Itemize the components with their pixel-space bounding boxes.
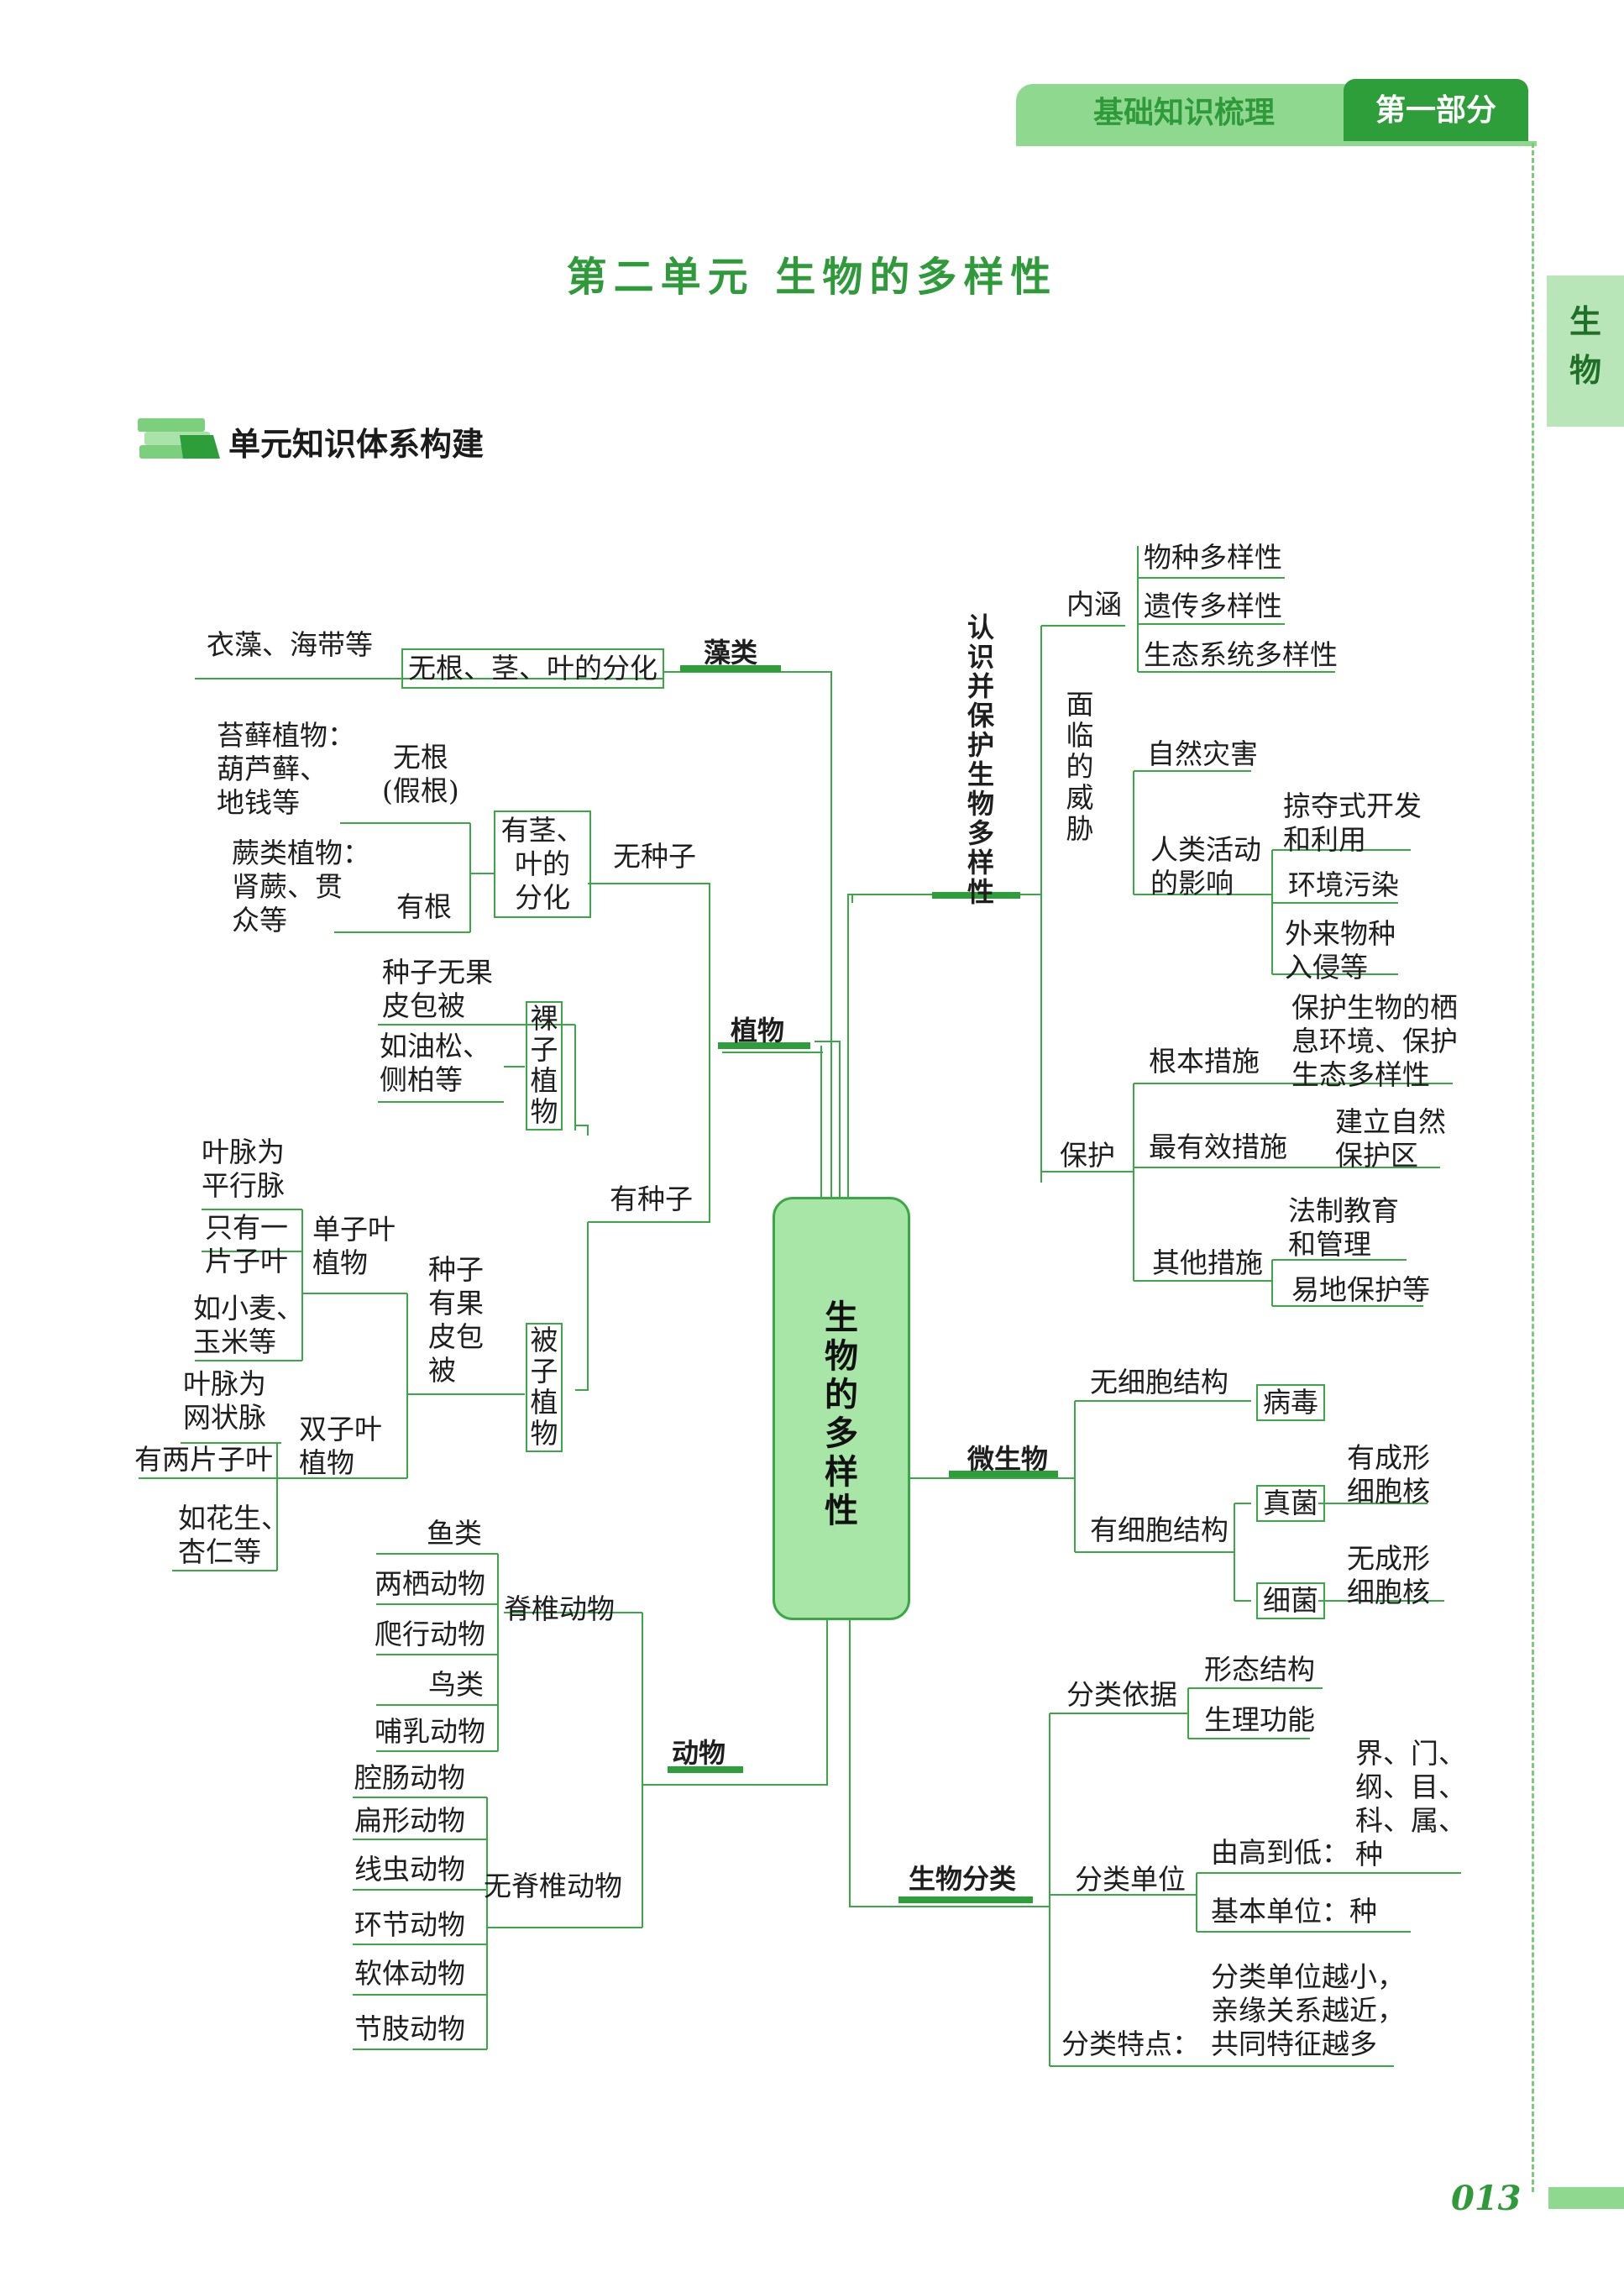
connotation-item: 物种多样性	[1144, 541, 1282, 574]
center-label: 生物的多样性	[825, 1298, 858, 1530]
center-node: 生物的多样性	[773, 1197, 910, 1620]
node-fern: 蕨类植物： 肾蕨、贯 众等	[232, 837, 370, 936]
invertebrate-item: 环节动物	[354, 1908, 465, 1941]
vertebrate-item: 哺乳动物	[375, 1715, 485, 1748]
units-high-low: 由高到低：	[1211, 1836, 1349, 1869]
invertebrate-item: 节肢动物	[354, 2012, 465, 2045]
margin-dashed-line	[1532, 143, 1534, 2192]
vertebrate-item: 两栖动物	[375, 1567, 485, 1600]
node-mono-vein: 叶脉为 平行脉	[202, 1136, 285, 1202]
node-dicot-examples: 如花生、 杏仁等	[178, 1502, 289, 1568]
node-gymno-feature: 种子无果 皮包被	[382, 956, 493, 1022]
node-natural-disaster: 自然灾害	[1147, 737, 1258, 770]
units-list: 界、门、 纲、目、 科、属、 种	[1355, 1737, 1466, 1870]
node-stem-leaf: 有茎、 叶的 分化	[494, 811, 591, 918]
vertebrate-item: 鱼类	[427, 1517, 482, 1550]
other-measure-item: 法制教育 和管理	[1288, 1194, 1399, 1261]
connotation-item: 遗传多样性	[1144, 590, 1282, 622]
node-mono-examples: 如小麦、 玉米等	[193, 1292, 304, 1358]
node-basis: 分类依据	[1066, 1678, 1177, 1711]
basis-item: 生理功能	[1204, 1703, 1315, 1736]
header-section-label: 基础知识梳理	[1092, 96, 1275, 130]
node-algae-examples: 衣藻、海带等	[207, 628, 373, 661]
node-gymnosperms: 裸子植物	[526, 1001, 563, 1131]
invertebrate-item: 扁形动物	[354, 1804, 465, 1837]
node-basic-measure: 根本措施	[1149, 1045, 1260, 1078]
node-class-feature: 分类特点：	[1061, 2028, 1200, 2060]
invertebrate-item: 软体动物	[354, 1957, 465, 1990]
section-title: 单元知识体系构建	[228, 426, 485, 463]
node-vertebrates: 脊椎动物	[504, 1592, 615, 1625]
other-measure-item: 易地保护等	[1291, 1273, 1430, 1306]
vertebrate-item: 鸟类	[428, 1668, 484, 1701]
node-gymno-examples: 如油松、 侧柏等	[380, 1030, 490, 1096]
node-angio-feature: 种子 有果 皮包 被	[428, 1253, 484, 1387]
node-acellular: 无细胞结构	[1090, 1366, 1228, 1398]
node-no-seed: 无种子	[613, 840, 696, 873]
connotation-item: 生态系统多样性	[1144, 638, 1338, 671]
human-item: 掠夺式开发 和利用	[1283, 790, 1422, 856]
node-fungi-feature: 有成形 细胞核	[1347, 1441, 1430, 1508]
side-tab-label: 生物	[1569, 303, 1601, 389]
node-classification: 生物分类	[909, 1863, 1017, 1895]
node-invertebrates: 无脊椎动物	[484, 1870, 622, 1902]
effective-measure-item: 建立自然 保护区	[1335, 1105, 1446, 1172]
invertebrate-item: 腔肠动物	[354, 1761, 465, 1794]
node-dicot-two: 有两片子叶	[134, 1443, 273, 1476]
human-item: 环境污染	[1288, 868, 1399, 901]
node-plants: 植物	[731, 1015, 785, 1047]
node-moss: 苔藓植物： 葫芦藓、 地钱等	[217, 719, 355, 819]
header-part-label: 第一部分	[1375, 93, 1496, 128]
node-bacteria-feature: 无成形 细胞核	[1347, 1542, 1430, 1608]
side-tab: 生物	[1547, 275, 1624, 427]
node-units: 分类单位	[1075, 1863, 1186, 1896]
page-title: 第二单元 生物的多样性	[566, 254, 1058, 301]
header-part-tab: 第一部分	[1344, 79, 1528, 143]
node-cellular: 有细胞结构	[1090, 1513, 1228, 1546]
node-dicot: 双子叶 植物	[299, 1413, 382, 1479]
footer-bar	[1548, 2187, 1624, 2209]
page-number: 013	[1451, 2179, 1522, 2218]
node-monocot: 单子叶 植物	[312, 1213, 396, 1279]
node-microbes: 微生物	[967, 1443, 1049, 1475]
node-effective-measure: 最有效措施	[1149, 1131, 1287, 1163]
node-mono-one: 只有一 片子叶	[205, 1211, 288, 1277]
node-has-root: 有根	[396, 890, 452, 923]
node-protection: 保护	[1060, 1139, 1115, 1172]
basis-item: 形态结构	[1204, 1653, 1315, 1686]
human-item: 外来物种 入侵等	[1285, 917, 1396, 984]
header-section-tab: 基础知识梳理	[1016, 84, 1352, 143]
node-animals: 动物	[672, 1737, 726, 1769]
node-other-measure: 其他措施	[1152, 1246, 1263, 1279]
class-feature-text: 分类单位越小， 亲缘关系越近， 共同特征越多	[1211, 1960, 1405, 2060]
header-rule	[1016, 141, 1537, 146]
node-algae: 藻类	[704, 637, 758, 669]
node-bacteria: 细菌	[1256, 1582, 1325, 1619]
node-dicot-vein: 叶脉为 网状脉	[183, 1367, 266, 1434]
node-human-impact: 人类活动 的影响	[1150, 833, 1261, 900]
node-virus: 病毒	[1256, 1384, 1325, 1421]
node-protect: 认识并保护生物多样性	[967, 611, 994, 908]
vertebrate-item: 爬行动物	[375, 1618, 485, 1650]
node-threats: 面临的威胁	[1066, 688, 1094, 845]
node-no-root: 无根 (假根)	[382, 741, 459, 807]
node-algae-feature: 无根、茎、叶的分化	[401, 648, 664, 689]
basic-unit: 基本单位：种	[1211, 1895, 1377, 1928]
basic-measure-item: 保护生物的栖 息环境、保护 生态多样性	[1291, 991, 1458, 1091]
node-fungi: 真菌	[1256, 1485, 1325, 1522]
invertebrate-item: 线虫动物	[354, 1853, 465, 1886]
node-connotation: 内涵	[1066, 588, 1122, 621]
node-angiosperms: 被子植物	[526, 1323, 563, 1452]
node-has-seed: 有种子	[610, 1183, 693, 1215]
book-stack-icon	[138, 418, 220, 459]
